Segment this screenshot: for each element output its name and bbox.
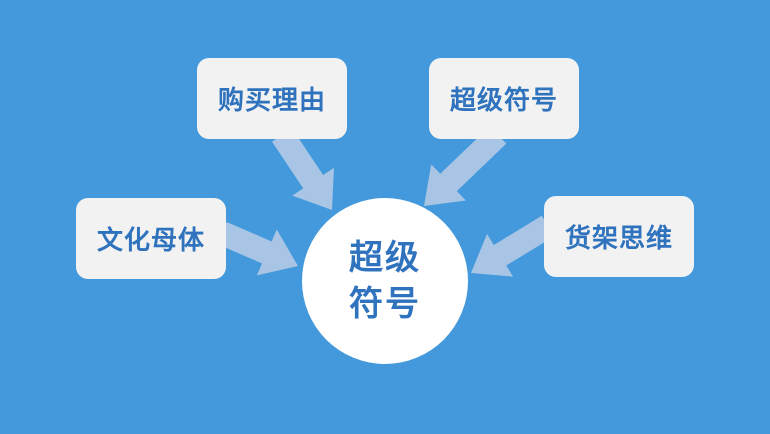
center-label-line1: 超级 xyxy=(349,238,421,278)
node-shelf-thinking: 货架思维 xyxy=(544,196,694,277)
node-cultural-matrix: 文化母体 xyxy=(76,198,226,279)
node-label: 超级符号 xyxy=(449,86,558,116)
node-super-symbol: 超级符号 xyxy=(429,58,579,139)
center-circle: 超级 符号 xyxy=(302,198,468,364)
arrow-cultural-matrix xyxy=(217,221,298,276)
arrow-purchase-reason xyxy=(272,128,334,210)
arrow-shelf-thinking xyxy=(471,215,555,277)
center-label-line2: 符号 xyxy=(349,284,421,324)
node-label: 货架思维 xyxy=(564,224,673,254)
node-label: 文化母体 xyxy=(96,226,205,256)
node-purchase-reason: 购买理由 xyxy=(197,58,347,139)
arrow-super-symbol xyxy=(424,126,507,206)
node-label: 购买理由 xyxy=(217,86,326,116)
